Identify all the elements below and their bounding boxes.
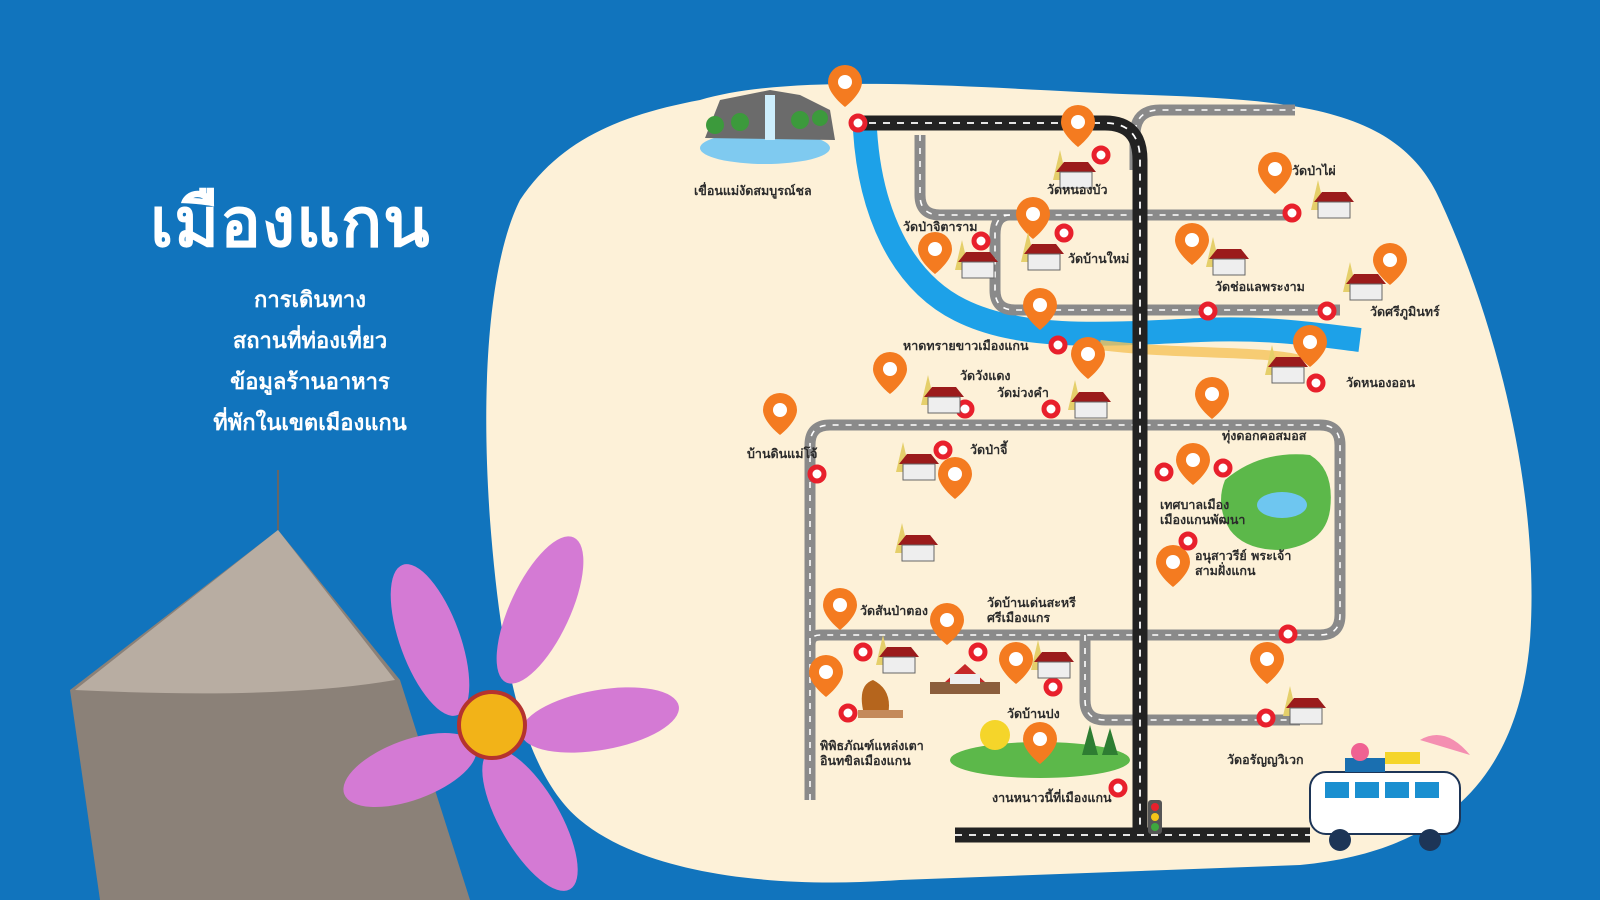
place-wat-san-pa-tong[interactable]: วัดสันป่าตอง — [860, 603, 928, 618]
nav-attractions[interactable]: สถานที่ท่องเที่ยว — [232, 329, 388, 354]
place-wat-pa-jittaram[interactable]: วัดป่าจิตาราม — [903, 219, 978, 234]
place-kiln-museum[interactable]: พิพิธภัณฑ์แหล่งเตา อินทขิลเมืองแกน — [820, 738, 924, 768]
nav-restaurants[interactable]: ข้อมูลร้านอาหาร — [230, 370, 390, 395]
place-wat-wang-daeng[interactable]: วัดวังแดง — [960, 368, 1011, 383]
dam-waterfall-icon — [700, 90, 835, 164]
place-wat-muang-kham[interactable]: วัดม่วงคำ — [997, 385, 1049, 400]
place-monument[interactable]: อนุสาวรีย์ พระเจ้าสามฝั่งแกน — [1195, 548, 1292, 578]
place-wat-ban-pong[interactable]: วัดบ้านปง — [1007, 706, 1060, 721]
place-wat-si-phumin[interactable]: วัดศรีภูมินทร์ — [1370, 304, 1440, 319]
place-ban-din-mae-jo[interactable]: บ้านดินแม่โจ้ — [747, 446, 818, 461]
place-wat-nong-bua[interactable]: วัดหนองบัว — [1047, 182, 1108, 197]
nav-travel[interactable]: การเดินทาง — [254, 288, 366, 313]
cosmos-flower-icon — [343, 536, 679, 891]
place-winter-festival[interactable]: งานหนาวนี้ที่เมืองแกน — [992, 790, 1112, 805]
place-white-sand-beach[interactable]: หาดทรายขาวเมืองแกน — [903, 338, 1029, 353]
place-wat-ban-den-sa-ri[interactable]: วัดบ้านเด่นสะหรี ศรีเมืองแกร — [987, 595, 1076, 625]
nav-accommodation[interactable]: ที่พักในเขตเมืองแกน — [213, 411, 407, 436]
place-wat-pa-phai[interactable]: วัดป่าไผ่ — [1292, 163, 1336, 178]
river — [853, 129, 1362, 352]
thatched-hut-icon — [70, 470, 470, 900]
map-area — [486, 83, 1532, 883]
van-icon — [1309, 735, 1470, 851]
place-cosmos-field[interactable]: ทุ่งดอกคอสมอส — [1222, 428, 1307, 443]
place-wat-pa-ji[interactable]: วัดป่าจี้ — [970, 442, 1008, 457]
cosmos-park-icon — [1221, 454, 1331, 550]
road-markers — [807, 113, 1337, 798]
traffic-light-icon — [1148, 800, 1162, 834]
place-wat-ban-mai[interactable]: วัดบ้านใหม่ — [1068, 251, 1130, 266]
place-wat-nong-on[interactable]: วัดหนองออน — [1346, 375, 1416, 390]
place-wat-cho-lae[interactable]: วัดช่อแลพระงาม — [1215, 279, 1305, 294]
place-mae-ngat-dam[interactable]: เขื่อนแม่งัดสมบูรณ์ชล — [694, 183, 812, 198]
place-wat-aranya-wiwek[interactable]: วัดอรัญญวิเวก — [1227, 752, 1304, 767]
page-title: เมืองแกน — [150, 184, 431, 263]
place-municipality[interactable]: เทศบาลเมือง เมืองแกนพัฒนา — [1160, 497, 1246, 527]
location-pins — [763, 65, 1407, 764]
temple-icons — [858, 150, 1386, 725]
